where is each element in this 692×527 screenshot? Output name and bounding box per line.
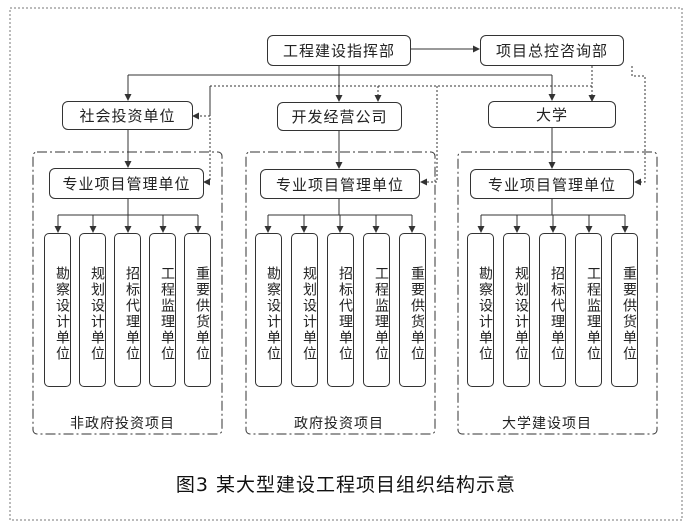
outer-frame	[9, 7, 683, 521]
figure-caption: 图3 某大型建设工程项目组织结构示意	[175, 474, 517, 496]
social-investor-node: 社会投资单位	[62, 101, 193, 130]
pm-unit-university: 专业项目管理单位	[470, 169, 634, 199]
consulting-node: 项目总控咨询部	[480, 35, 624, 66]
supervision-unit: 工程监理单位	[363, 233, 390, 387]
bidding-agency-unit: 招标代理单位	[539, 233, 566, 387]
survey-design-unit: 勘察设计单位	[467, 233, 494, 387]
group-label-university: 大学建设项目	[502, 416, 592, 432]
supervision-unit: 工程监理单位	[149, 233, 176, 387]
group-label-gov: 政府投资项目	[294, 416, 384, 432]
group-frame-university	[457, 151, 658, 435]
key-supplier-unit: 重要供货单位	[399, 233, 426, 387]
bidding-agency-unit: 招标代理单位	[327, 233, 354, 387]
bidding-agency-unit: 招标代理单位	[114, 233, 141, 387]
university-node: 大学	[488, 101, 616, 128]
pm-unit-non-gov: 专业项目管理单位	[49, 168, 204, 199]
survey-design-unit: 勘察设计单位	[255, 233, 282, 387]
planning-design-unit: 规划设计单位	[291, 233, 318, 387]
dotted-consult-nongov-pm	[203, 86, 211, 186]
planning-design-unit: 规划设计单位	[79, 233, 106, 387]
pm-unit-gov: 专业项目管理单位	[260, 169, 420, 199]
group-label-non-gov: 非政府投资项目	[70, 416, 175, 432]
fanout-non-gov	[54, 199, 202, 233]
planning-design-unit: 规划设计单位	[503, 233, 530, 387]
fanout-university	[477, 199, 629, 233]
group-frame-gov	[245, 151, 436, 435]
survey-design-unit: 勘察设计单位	[44, 233, 71, 387]
supervision-unit: 工程监理单位	[575, 233, 602, 387]
dotted-consult-univ-pm	[631, 66, 646, 186]
key-supplier-unit: 重要供货单位	[611, 233, 638, 387]
key-supplier-unit: 重要供货单位	[184, 233, 211, 387]
fanout-gov	[264, 199, 416, 233]
command-node: 工程建设指挥部	[267, 35, 411, 66]
developer-node: 开发经营公司	[277, 102, 402, 131]
dotted-consult-gov-pm	[420, 86, 438, 186]
